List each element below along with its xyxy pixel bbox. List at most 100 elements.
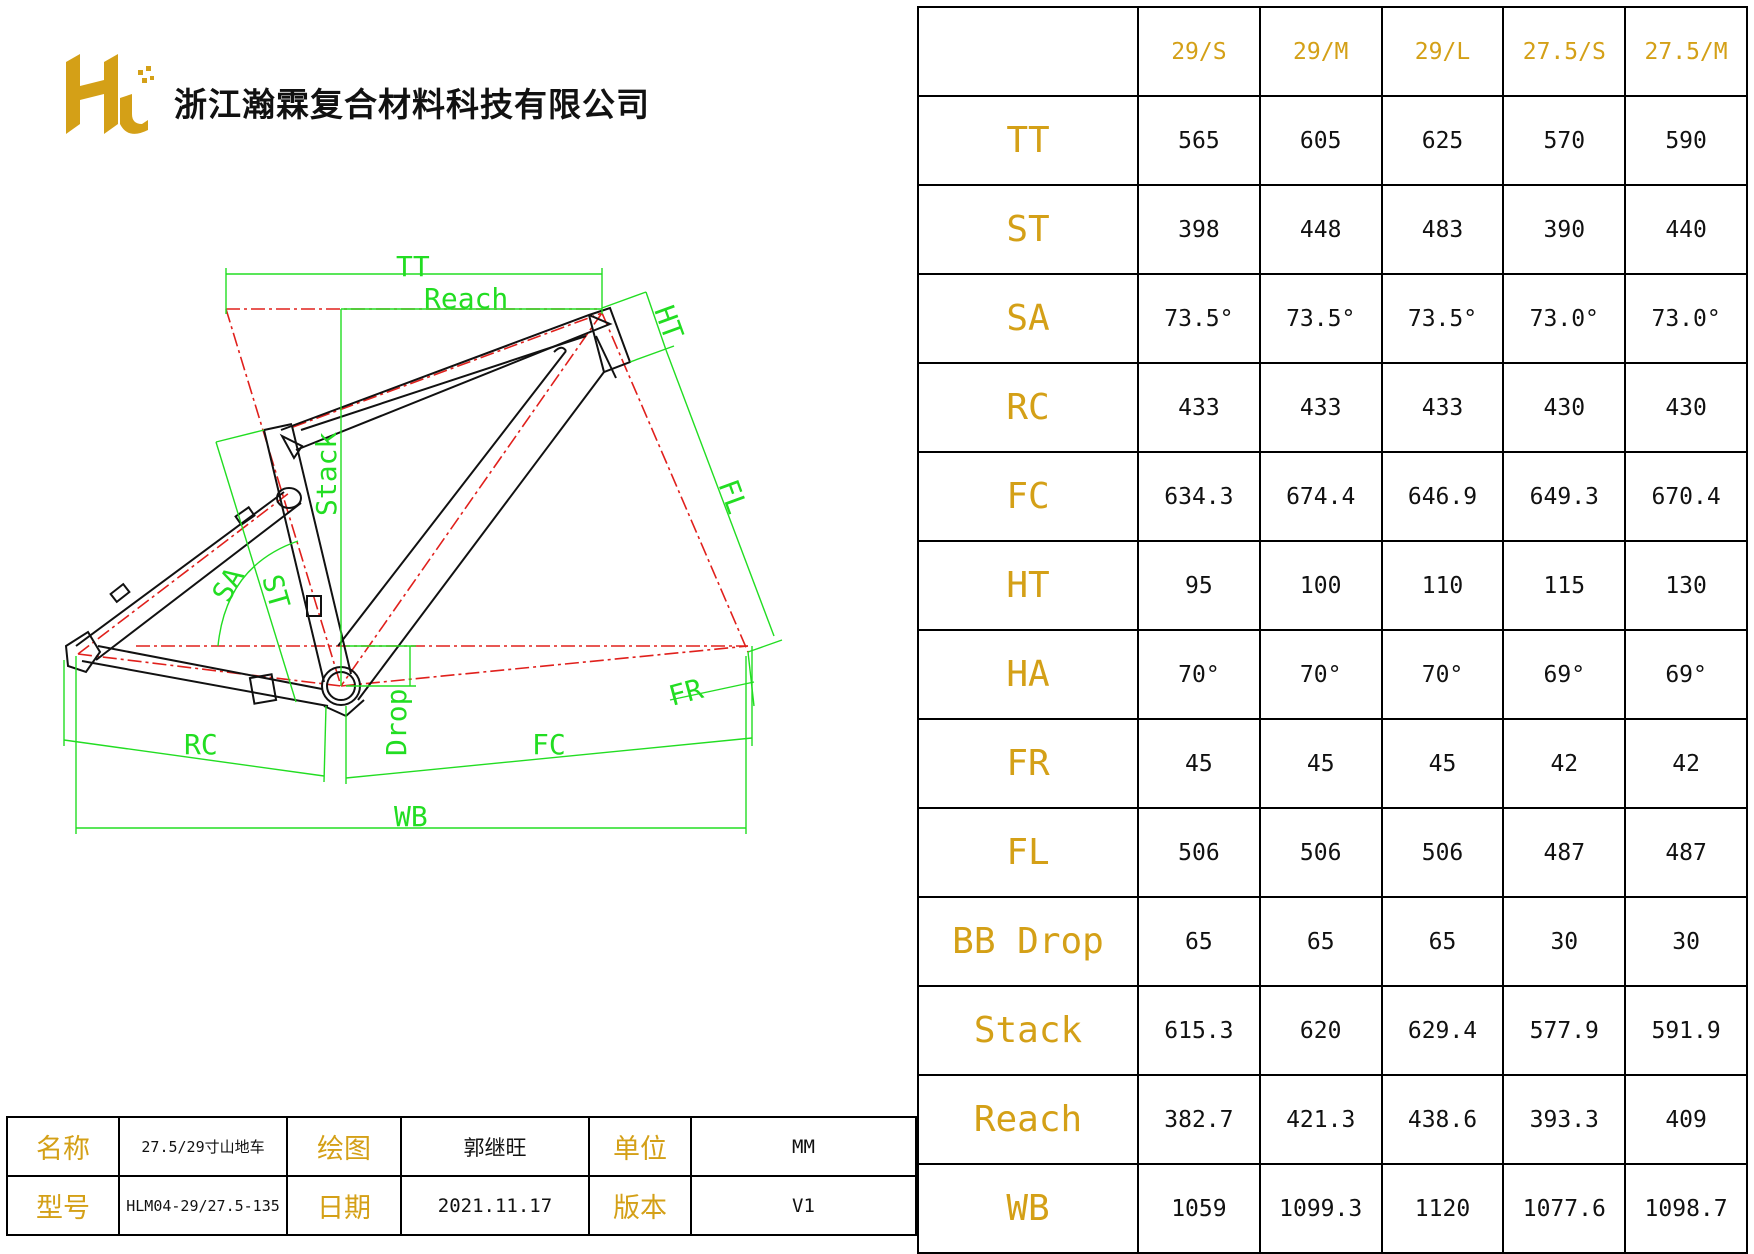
- model-value: HLM04-29/27.5-135: [118, 1175, 288, 1236]
- size-header: 27.5/M: [1624, 6, 1748, 97]
- spec-row-label: FL: [917, 807, 1139, 898]
- spec-value-cell: 1077.6: [1502, 1163, 1627, 1254]
- unit-value: MM: [690, 1116, 917, 1177]
- spec-value-cell: 70°: [1258, 629, 1383, 720]
- dim-label-wb: WB: [394, 800, 428, 833]
- spec-row-label: SA: [917, 273, 1139, 364]
- spec-value-cell: 69°: [1502, 629, 1627, 720]
- spec-value-cell: 605: [1258, 95, 1383, 186]
- frame-geometry-diagram: TT Reach HT Stack FL SA ST FR RC Drop FC…: [63, 250, 783, 834]
- spec-value-cell: 115: [1502, 540, 1627, 631]
- spec-value-cell: 649.3: [1502, 451, 1627, 542]
- spec-value-cell: 591.9: [1624, 985, 1748, 1076]
- spec-value-cell: 382.7: [1137, 1074, 1261, 1165]
- spec-value-cell: 65: [1258, 896, 1383, 987]
- frame-centerlines: [77, 308, 749, 687]
- dim-label-ht: HT: [647, 301, 690, 344]
- dim-label-sa: SA: [205, 562, 251, 608]
- company-name: 浙江瀚霖复合材料科技有限公司: [174, 85, 650, 124]
- unit-label: 单位: [588, 1116, 692, 1177]
- spec-value-cell: 430: [1502, 362, 1627, 453]
- spec-value-cell: 65: [1380, 896, 1505, 987]
- spec-value-cell: 440: [1624, 184, 1748, 275]
- spec-row-label: FC: [917, 451, 1139, 542]
- spec-value-cell: 1098.7: [1624, 1163, 1748, 1254]
- spec-value-cell: 433: [1380, 362, 1505, 453]
- frame-drawing-panel: TT Reach HT Stack FL SA ST FR RC Drop FC…: [6, 6, 917, 1116]
- spec-value-cell: 73.0°: [1624, 273, 1748, 364]
- spec-value-cell: 70°: [1380, 629, 1505, 720]
- name-value: 27.5/29寸山地车: [118, 1116, 288, 1177]
- spec-row-label: Reach: [917, 1074, 1139, 1165]
- spec-value-cell: 390: [1502, 184, 1627, 275]
- spec-value-cell: 506: [1380, 807, 1505, 898]
- version-label: 版本: [588, 1175, 692, 1236]
- spec-value-cell: 634.3: [1137, 451, 1261, 542]
- spec-value-cell: 1059: [1137, 1163, 1261, 1254]
- spec-value-cell: 73.5°: [1380, 273, 1505, 364]
- spec-value-cell: 393.3: [1502, 1074, 1627, 1165]
- spec-row-label: ST: [917, 184, 1139, 275]
- spec-value-cell: 629.4: [1380, 985, 1505, 1076]
- name-label: 名称: [6, 1116, 120, 1177]
- date-label: 日期: [286, 1175, 402, 1236]
- spec-value-cell: 30: [1502, 896, 1627, 987]
- spec-value-cell: 73.0°: [1502, 273, 1627, 364]
- spec-value-cell: 100: [1258, 540, 1383, 631]
- spec-value-cell: 409: [1624, 1074, 1748, 1165]
- spec-value-cell: 42: [1502, 718, 1627, 809]
- spec-value-cell: 674.4: [1258, 451, 1383, 542]
- dim-label-stack: Stack: [310, 432, 343, 516]
- spec-value-cell: 398: [1137, 184, 1261, 275]
- spec-value-cell: 73.5°: [1258, 273, 1383, 364]
- model-label: 型号: [6, 1175, 120, 1236]
- dim-label-st: ST: [255, 571, 296, 613]
- size-header: 29/M: [1258, 6, 1383, 97]
- spec-value-cell: 506: [1258, 807, 1383, 898]
- spec-value-cell: 487: [1502, 807, 1627, 898]
- spec-value-cell: 1120: [1380, 1163, 1505, 1254]
- spec-value-cell: 69°: [1624, 629, 1748, 720]
- spec-value-cell: 565: [1137, 95, 1261, 186]
- spec-value-cell: 590: [1624, 95, 1748, 186]
- spec-row-label: Stack: [917, 985, 1139, 1076]
- spec-corner-cell: [917, 6, 1139, 97]
- size-header: 29/L: [1380, 6, 1505, 97]
- spec-value-cell: 65: [1137, 896, 1261, 987]
- version-value: V1: [690, 1175, 917, 1236]
- title-block: 名称 27.5/29寸山地车 绘图 郭继旺 单位 MM 型号 HLM04-29/…: [6, 1116, 917, 1236]
- dim-label-fl: FL: [711, 475, 754, 518]
- spec-row-label: BB Drop: [917, 896, 1139, 987]
- spec-value-cell: 577.9: [1502, 985, 1627, 1076]
- spec-value-cell: 42: [1624, 718, 1748, 809]
- spec-value-cell: 433: [1258, 362, 1383, 453]
- spec-value-cell: 70°: [1137, 629, 1261, 720]
- spec-row-label: HA: [917, 629, 1139, 720]
- size-header: 29/S: [1137, 6, 1261, 97]
- spec-value-cell: 670.4: [1624, 451, 1748, 542]
- drawer-value: 郭继旺: [400, 1116, 590, 1177]
- spec-value-cell: 433: [1137, 362, 1261, 453]
- dim-label-tt: TT: [396, 250, 430, 283]
- spec-value-cell: 448: [1258, 184, 1383, 275]
- spec-value-cell: 430: [1624, 362, 1748, 453]
- spec-value-cell: 95: [1137, 540, 1261, 631]
- spec-value-cell: 73.5°: [1137, 273, 1261, 364]
- dim-label-drop: Drop: [380, 689, 413, 756]
- spec-row-label: TT: [917, 95, 1139, 186]
- spec-value-cell: 110: [1380, 540, 1505, 631]
